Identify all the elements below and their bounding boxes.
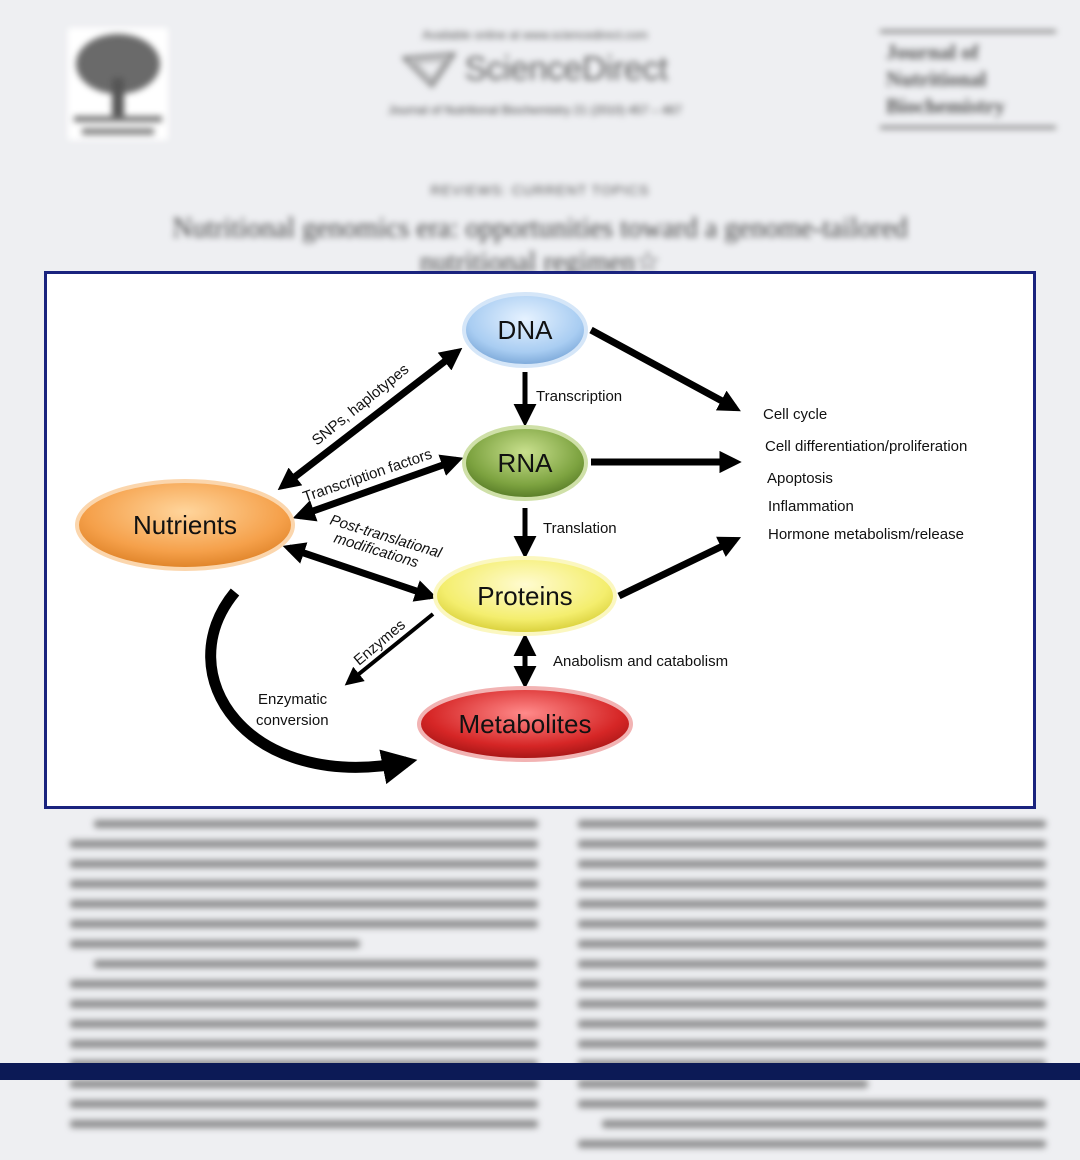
outcome-item: Apoptosis bbox=[767, 470, 833, 487]
label-conversion: conversion bbox=[256, 712, 329, 729]
journal-title-block: Journal of Nutritional Biochemistry bbox=[880, 30, 1056, 129]
node-metabolites-label: Metabolites bbox=[459, 709, 592, 739]
journal-citation: Journal of Nutritional Biochemistry 21 (… bbox=[388, 103, 682, 117]
section-label: REVIEWS: CURRENT TOPICS bbox=[430, 182, 650, 198]
diagram-canvas: DNA RNA Nutrients Proteins Metabolites T… bbox=[75, 292, 967, 785]
node-proteins: Proteins bbox=[433, 556, 617, 636]
footer-bar bbox=[0, 1063, 1080, 1080]
outcomes-list: Cell cycle Cell differentiation/prolifer… bbox=[763, 406, 967, 543]
publisher-tree-logo-icon bbox=[68, 28, 168, 140]
sciencedirect-mark-icon bbox=[402, 51, 457, 88]
node-rna: RNA bbox=[462, 425, 588, 501]
nutritional-genomics-diagram: DNA RNA Nutrients Proteins Metabolites T… bbox=[44, 271, 1036, 809]
journal-title-line: Nutritional bbox=[886, 67, 987, 91]
sciencedirect-wordmark: ScienceDirect bbox=[464, 50, 668, 88]
label-anabolism-catabolism: Anabolism and catabolism bbox=[553, 653, 728, 670]
label-snps-haplotypes: SNPs, haplotypes bbox=[309, 361, 412, 449]
journal-title-line: Journal of bbox=[886, 40, 979, 64]
publisher-header: Available online at www.sciencedirect.co… bbox=[300, 28, 770, 117]
node-dna-label: DNA bbox=[498, 315, 554, 345]
nutrients-metabolites-curved-arrow bbox=[205, 588, 418, 785]
journal-title-line: Biochemistry bbox=[886, 94, 1005, 118]
edge-labels: Transcription Translation Anabolism and … bbox=[256, 361, 728, 729]
available-online-text: Available online at www.sciencedirect.co… bbox=[422, 28, 648, 42]
node-metabolites: Metabolites bbox=[417, 686, 633, 762]
outcome-item: Cell differentiation/proliferation bbox=[765, 438, 967, 455]
node-dna: DNA bbox=[462, 292, 588, 368]
proteins-enzymatic-arrow bbox=[344, 612, 435, 686]
proteins-outcomes-arrow bbox=[617, 536, 742, 600]
label-enzymatic: Enzymatic bbox=[258, 691, 328, 708]
nutrients-rna-arrow bbox=[292, 454, 464, 522]
dna-outcomes-arrow bbox=[589, 326, 741, 412]
outcome-item: Cell cycle bbox=[763, 406, 827, 423]
article-title: Nutritional genomics era: opportunities … bbox=[172, 213, 908, 278]
label-transcription: Transcription bbox=[536, 388, 622, 405]
node-rna-label: RNA bbox=[498, 448, 554, 478]
node-nutrients-label: Nutrients bbox=[133, 510, 237, 540]
node-nutrients: Nutrients bbox=[75, 479, 295, 571]
sciencedirect-logo: ScienceDirect bbox=[300, 50, 770, 89]
nutrients-proteins-arrow bbox=[282, 542, 438, 602]
body-text-column-right bbox=[578, 820, 1046, 1160]
node-proteins-label: Proteins bbox=[477, 581, 572, 611]
outcome-item: Hormone metabolism/release bbox=[768, 526, 964, 543]
label-translation: Translation bbox=[543, 520, 617, 537]
outcome-item: Inflammation bbox=[768, 498, 854, 515]
diagram-arrows bbox=[205, 326, 742, 785]
body-text-column-left bbox=[70, 820, 538, 1140]
